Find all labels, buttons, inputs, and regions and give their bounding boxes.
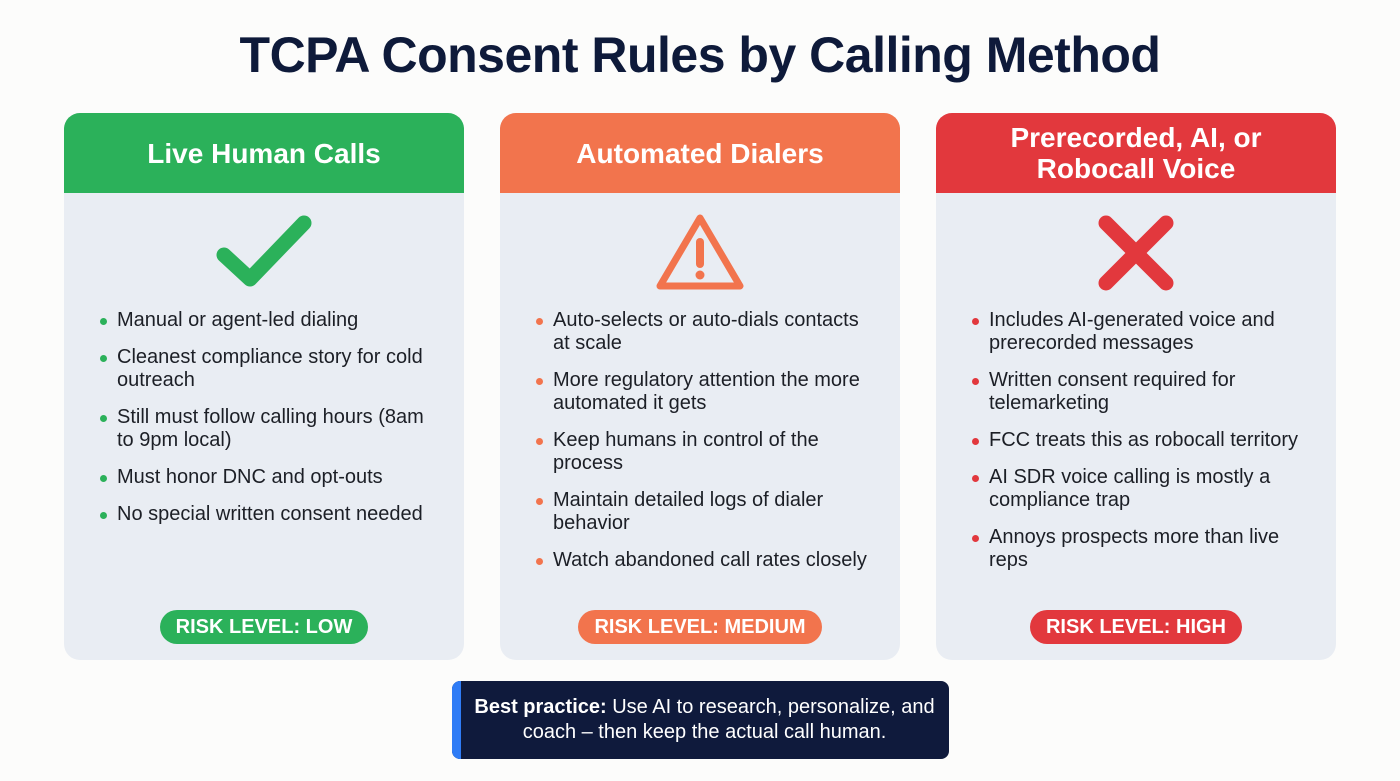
card-automated-dialers: Automated Dialers Auto-selects or auto-d… (500, 113, 900, 660)
warning-triangle-icon (500, 193, 900, 313)
best-practice-label: Best practice: (474, 696, 607, 718)
risk-badge-medium: RISK LEVEL: MEDIUM (578, 610, 822, 644)
list-item: Annoys prospects more than live reps (972, 526, 1316, 572)
callout-accent-bar (452, 681, 461, 759)
best-practice-callout: Best practice: Use AI to research, perso… (452, 681, 949, 759)
card-header: Live Human Calls (64, 113, 464, 193)
bullet-list: Includes AI-generated voice and prerecor… (936, 309, 1336, 572)
best-practice-text: Best practice: Use AI to research, perso… (474, 695, 935, 745)
list-item: Written consent required for telemarketi… (972, 369, 1316, 415)
best-practice-body: Use AI to research, personalize, and coa… (522, 696, 935, 743)
x-mark-icon (936, 193, 1336, 313)
card-live-human-calls: Live Human Calls Manual or agent-led dia… (64, 113, 464, 660)
list-item: Manual or agent-led dialing (100, 309, 444, 332)
list-item: FCC treats this as robocall territory (972, 429, 1316, 452)
list-item: Still must follow calling hours (8am to … (100, 406, 444, 452)
list-item: No special written consent needed (100, 503, 444, 526)
card-header: Automated Dialers (500, 113, 900, 193)
page-title: TCPA Consent Rules by Calling Method (239, 27, 1161, 83)
list-item: Watch abandoned call rates closely (536, 549, 880, 572)
list-item: AI SDR voice calling is mostly a complia… (972, 466, 1316, 512)
bullet-list: Auto-selects or auto-dials contacts at s… (500, 309, 900, 572)
list-item: Auto-selects or auto-dials contacts at s… (536, 309, 880, 355)
risk-badge-low: RISK LEVEL: LOW (159, 610, 369, 644)
risk-badge-high: RISK LEVEL: HIGH (1029, 610, 1242, 644)
card-prerecorded-ai-robocall: Prerecorded, AI, or Robocall Voice Inclu… (936, 113, 1336, 660)
bullet-list: Manual or agent-led dialing Cleanest com… (64, 309, 464, 526)
list-item: Must honor DNC and opt-outs (100, 466, 444, 489)
list-item: Cleanest compliance story for cold outre… (100, 346, 444, 392)
list-item: More regulatory attention the more autom… (536, 369, 880, 415)
list-item: Includes AI-generated voice and prerecor… (972, 309, 1316, 355)
card-header: Prerecorded, AI, or Robocall Voice (936, 113, 1336, 193)
checkmark-icon (64, 193, 464, 313)
list-item: Keep humans in control of the process (536, 429, 880, 475)
list-item: Maintain detailed logs of dialer behavio… (536, 489, 880, 535)
